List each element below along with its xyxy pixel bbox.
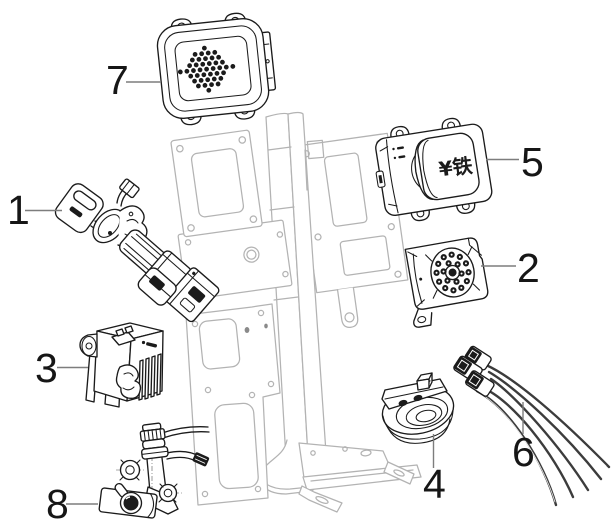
part-3-relay-unit (79, 322, 164, 408)
callout-label-5: 5 (521, 139, 544, 185)
part-1-ignition-lock (54, 178, 220, 323)
part-4-horn (381, 372, 455, 444)
part-8-valve-assembly (98, 422, 210, 519)
callout-labels: 1 2 3 4 5 6 7 8 (7, 57, 544, 527)
callout-label-4: 4 (423, 461, 446, 507)
part-6-wiring-harness (453, 345, 611, 507)
callout-label-6: 6 (512, 429, 535, 475)
callout-label-1: 1 (7, 187, 30, 233)
part-2-buzzer (404, 237, 489, 328)
callout-label-3: 3 (35, 345, 58, 391)
callout-label-2: 2 (517, 245, 540, 291)
part-5-control-module: ¥铁 (375, 117, 493, 222)
leader-lines (25, 81, 524, 505)
part-7-speaker-unit (156, 12, 277, 126)
callout-label-8: 8 (46, 481, 69, 527)
button-glyphs: ¥铁 (437, 153, 474, 181)
callout-label-7: 7 (106, 57, 129, 103)
